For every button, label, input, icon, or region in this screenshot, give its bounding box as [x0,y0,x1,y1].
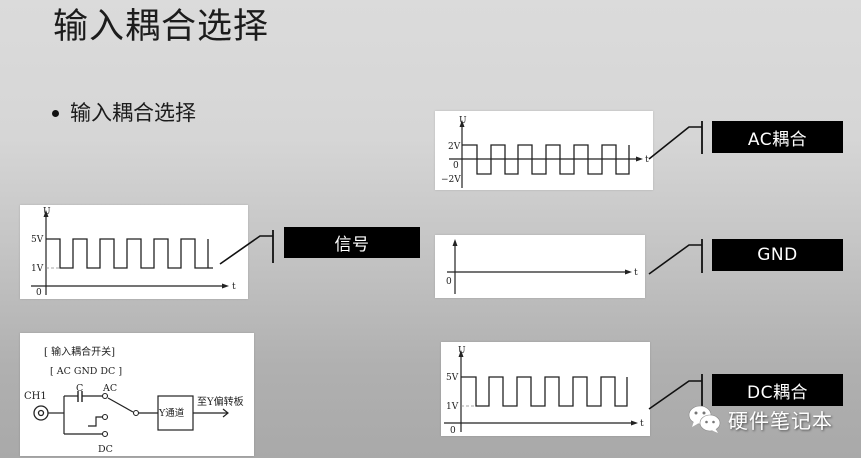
low-level-label: 1V [31,264,44,274]
signal-waveform-panel: U 5V 1V 0 t [20,205,248,299]
high-level-label: 5V [31,235,44,245]
gnd-connector-line [648,239,703,275]
origin-label: 0 [446,277,452,287]
x-axis-label: t [634,268,638,278]
x-axis-label: t [645,155,649,165]
signal-connector-line [219,230,274,265]
bullet-dot-icon [52,109,59,117]
origin-label: 0 [36,288,42,298]
y-channel-label: Y通道 [158,407,185,419]
switch-title-label: [ 输入耦合开关] [44,345,115,358]
x-axis-label: t [640,419,644,429]
signal-waveform-chart: U 5V 1V 0 t [31,207,236,298]
origin-label: 0 [453,161,459,171]
gnd-waveform-chart: 0 t [446,239,638,294]
coupling-switch-circuit: [ 输入耦合开关] [ AC GND DC ] CH1 C AC DC Y通道 [24,345,244,455]
dc-connector-line [648,374,703,410]
bnc-connector-icon [33,405,49,421]
dc-coupling-label: DC耦合 [712,374,843,406]
signal-label: 信号 [284,227,420,258]
high-level-label: 5V [446,373,459,383]
ac-connector-line [648,121,703,160]
ch1-input-label: CH1 [24,391,47,402]
dc-waveform-panel: U 5V 1V 0 t [441,342,650,436]
origin-label: 0 [450,426,456,436]
bullet-item: 输入耦合选择 [52,98,196,128]
ac-position-label: AC [102,383,117,394]
y-axis-label: U [43,207,51,217]
ac-waveform-panel: U 2V 0 −2V t [435,111,653,190]
dc-position-label: DC [98,444,113,455]
y-axis-label: U [458,346,466,356]
low-level-label: −2V [441,175,461,185]
gnd-waveform-panel: 0 t [435,235,645,298]
ac-coupling-label: AC耦合 [712,121,843,153]
low-level-label: 1V [446,402,459,412]
wechat-icon [688,405,721,433]
y-axis-label: U [459,116,467,126]
watermark-text: 硬件笔记本 [728,408,833,433]
switch-positions-label: [ AC GND DC ] [50,366,122,377]
slide-title: 输入耦合选择 [53,7,270,47]
output-label: 至Y偏转板 [197,395,244,408]
x-axis-label: t [232,282,236,292]
ac-waveform-chart: U 2V 0 −2V t [441,116,649,188]
bullet-text: 输入耦合选择 [70,101,196,125]
dc-waveform-chart: U 5V 1V 0 t [444,346,644,436]
high-level-label: 2V [448,142,461,152]
watermark: 硬件笔记本 [688,404,833,434]
gnd-coupling-label: GND [712,239,843,271]
coupling-switch-circuit-panel: [ 输入耦合开关] [ AC GND DC ] CH1 C AC DC Y通道 [20,333,254,456]
capacitor-label: C [76,383,83,394]
y-channel-block [157,395,194,431]
